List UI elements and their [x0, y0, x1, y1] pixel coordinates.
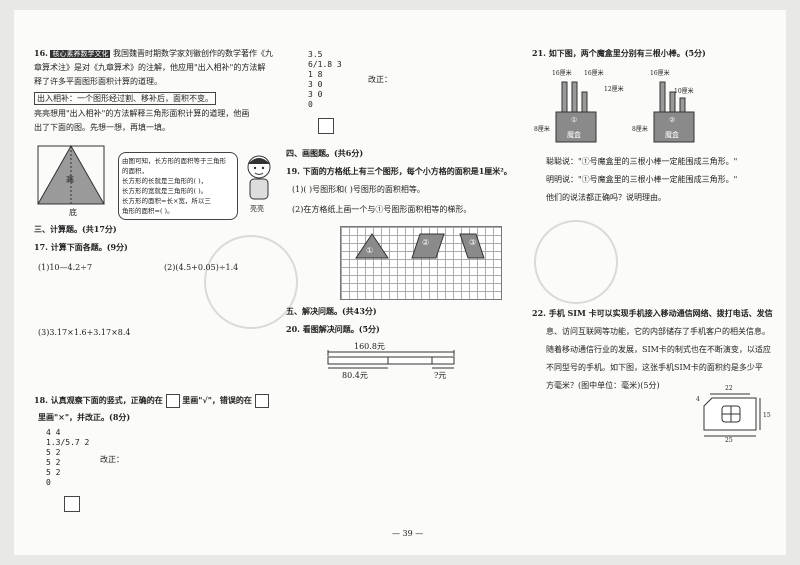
- avatar-name: 亮亮: [250, 205, 264, 213]
- box-2-label: ②: [669, 116, 676, 124]
- base-label: 底: [69, 208, 77, 217]
- q16-number: 16.: [34, 48, 48, 58]
- calc-line: 1.3/5.7 2: [46, 438, 90, 447]
- speech-line: 长方形的长就是三角形的( )，: [122, 177, 208, 185]
- q16-text: 章算术注》是对《九章算术》的注解，他应用"出入相补"的方法解: [34, 63, 266, 72]
- answer-box[interactable]: [165, 394, 180, 408]
- calc-line: 3 0: [308, 90, 323, 99]
- calc-line: 5 2: [46, 458, 61, 467]
- answer-box[interactable]: [254, 394, 269, 408]
- q16-line1: 16. 核心素养数学文化 我国魏晋时期数学家刘徽创作的数学著作《九: [34, 48, 273, 60]
- section-4-heading: 四、画图题。(共6分): [286, 148, 364, 158]
- sim-top-dim: 22: [725, 385, 733, 392]
- calc-line: 3 0: [308, 80, 323, 89]
- answer-box[interactable]: [318, 118, 334, 134]
- q18-text: 里画"√"，错误的在: [182, 395, 252, 405]
- calc-line: 5 2: [46, 448, 61, 457]
- stick-length-label: 16厘米: [552, 70, 572, 77]
- q19-title: 19. 下面的方格纸上有三个图形，每个小方格的面积是1厘米²。: [286, 166, 512, 176]
- speech-line: 长方形的面积=长×宽，所以三: [122, 197, 211, 205]
- stick-length-label: 16厘米: [584, 70, 604, 77]
- q21-dialog: 他们的说法都正确吗？说明理由。: [546, 193, 666, 202]
- page-number: — 39 —: [392, 529, 424, 538]
- boy-avatar-icon: [247, 155, 271, 200]
- calc-line: 0: [46, 478, 51, 487]
- q22-text: 息、访问互联网等功能，它的内部储存了手机客户的相关信息。: [546, 327, 770, 336]
- box-height-label: 8厘米: [534, 126, 550, 133]
- top-long-division: 3.5 6/1.8 3 1 8 3 0 3 0 0: [308, 50, 342, 110]
- q22-text: 22. 手机 SIM 卡可以实现手机接入移动通信网络、拨打电话、发信: [532, 308, 773, 318]
- answer-box[interactable]: [64, 496, 80, 512]
- q21-dialog: 聪聪说："①号魔盒里的三根小棒一定能围成三角形。": [546, 157, 738, 166]
- q16-rule-box: 出入相补：一个图形经过割、移补后，面积不变。: [34, 92, 216, 105]
- sim-notch-dim: 4: [696, 396, 700, 403]
- shape-2-label: ②: [422, 238, 430, 247]
- q17-title: 17. 计算下面各题。(9分): [34, 242, 128, 252]
- part-label: 80.4元: [342, 371, 368, 380]
- shape-1-label: ①: [366, 246, 374, 255]
- box-2-name: 魔盒: [665, 131, 679, 139]
- section-5-heading: 五、解决问题。(共43分): [286, 306, 377, 316]
- speech-text: 由图可知，长方形的面积等于三角形 的面积， 长方形的长就是三角形的( )， 长方…: [122, 156, 226, 216]
- shape-3-label: ③: [469, 238, 477, 247]
- segment-diagram: [327, 350, 455, 369]
- stick-length-label: 10厘米: [674, 88, 694, 95]
- box-1-name: 魔盒: [567, 131, 581, 139]
- speech-line: 角形的面积=( )。: [122, 207, 174, 215]
- grid-shapes: [355, 233, 485, 259]
- worksheet-page: 16. 核心素养数学文化 我国魏晋时期数学家刘徽创作的数学著作《九 章算术注》是…: [14, 10, 786, 555]
- q20-title: 20. 看图解决问题。(5分): [286, 324, 380, 334]
- q16-text: 我国魏晋时期数学家刘徽创作的数学著作《九: [113, 49, 274, 58]
- magic-boxes-figure: [555, 81, 695, 143]
- sim-side-dim: 15: [763, 412, 771, 419]
- speech-bubble: [118, 152, 238, 220]
- q16-text: 亮亮想用"出入相补"的方法解释三角形面积计算的道理，他画: [34, 109, 250, 118]
- calc-line: 3.5: [308, 50, 323, 59]
- speech-line: 长方形的宽就是三角形的( )。: [122, 187, 208, 195]
- fix-label: 改正：: [368, 75, 392, 84]
- q18-line1: 18. 认真观察下面的竖式，正确的在 里画"√"，错误的在: [34, 394, 269, 408]
- q17-item: (3)3.17×1.6+3.17×8.4: [38, 328, 131, 337]
- unknown-label: ?元: [434, 371, 447, 380]
- q22-text: 随着移动通信行业的发展，SIM卡的制式也在不断演变，以适应: [546, 345, 771, 354]
- calc-line: 0: [308, 100, 313, 109]
- box-1-label: ①: [571, 116, 578, 124]
- speech-line: 由图可知，长方形的面积等于三角形: [122, 157, 226, 165]
- sim-bottom-dim: 25: [725, 437, 733, 444]
- triangle-rectangle-figure: [37, 144, 105, 205]
- q16-text: 释了许多平面图形面积计算的道理。: [34, 77, 162, 86]
- height-label: 高: [66, 175, 74, 184]
- q17-item: (1)10—4.2÷7: [38, 263, 93, 272]
- q18-text: 里画"×"，并改正。(8分): [38, 412, 131, 422]
- q22-text: 不同型号的手机。如下图，这张手机SIM卡的面积约是多少平: [546, 363, 763, 372]
- q17-item: (2)(4.5+0.05)÷1.4: [164, 263, 239, 272]
- speech-line: 的面积，: [122, 167, 148, 175]
- stick-length-label: 12厘米: [604, 86, 624, 93]
- watermark-stamp: [534, 220, 618, 304]
- fix-label: 改正：: [100, 455, 124, 464]
- box-height-label: 8厘米: [632, 126, 648, 133]
- watermark-stamp: [204, 235, 298, 329]
- q21-dialog: 明明说："①号魔盒里的三根小棒一定能围成三角形。": [546, 175, 738, 184]
- q19-part1: (1)( )号图形和( )号图形的面积相等。: [292, 185, 425, 194]
- sim-card-figure: [703, 393, 761, 437]
- stick-length-label: 16厘米: [650, 70, 670, 77]
- calc-line: 1 8: [308, 70, 323, 79]
- section-3-heading: 三、计算题。(共17分): [34, 224, 117, 234]
- q19-part2: (2)在方格纸上画一个与①号图形面积相等的梯形。: [292, 205, 472, 214]
- calc-line: 4 4: [46, 428, 61, 437]
- q22-text: 方毫米？(图中单位：毫米)(5分): [546, 381, 660, 390]
- total-label: 160.8元: [354, 342, 385, 351]
- q16-text: 出了下面的图。先想一想，再填一填。: [34, 123, 170, 132]
- q21-title: 21. 如下图，两个魔盒里分别有三根小棒。(5分): [532, 48, 706, 58]
- q18-long-division: 4 4 1.3/5.7 2 5 2 5 2 5 2 0: [46, 428, 89, 488]
- calc-line: 5 2: [46, 468, 61, 477]
- q16-tag: 核心素养数学文化: [50, 50, 111, 58]
- calc-line: 6/1.8 3: [308, 60, 342, 69]
- q18-text: 18. 认真观察下面的竖式，正确的在: [34, 395, 163, 405]
